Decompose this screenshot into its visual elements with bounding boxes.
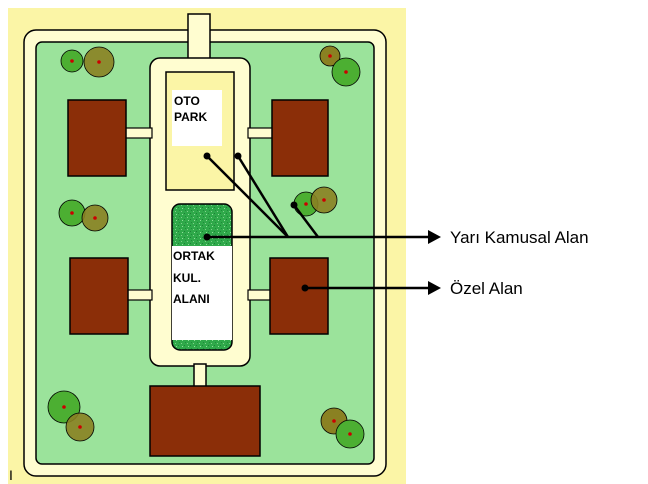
tree-group-bottom-left bbox=[47, 390, 95, 442]
pointer-line-parking-dot bbox=[206, 155, 289, 238]
arrowhead-private bbox=[428, 281, 441, 295]
pointer-line-path-dot bbox=[236, 155, 290, 238]
tree-group-mid-left bbox=[58, 199, 109, 232]
legend-label-semi-public: Yarı Kamusal Alan bbox=[450, 228, 589, 247]
connector-path-mid-left bbox=[125, 289, 153, 301]
building-bottom bbox=[149, 385, 261, 457]
tree-group-top-right bbox=[319, 45, 361, 87]
marker-dot-parking bbox=[203, 152, 211, 160]
parking-label-line2: PARK bbox=[174, 110, 207, 124]
spine-to-bottom-path bbox=[193, 363, 207, 389]
connector-path-top-left bbox=[123, 127, 153, 139]
common-area-label-box bbox=[172, 246, 232, 340]
connector-path-top-right bbox=[247, 127, 275, 139]
marker-dot-building bbox=[301, 284, 309, 292]
pointer-line-garden-dot bbox=[293, 204, 319, 238]
arrowhead-semi-public bbox=[428, 230, 441, 244]
marker-dot-common-area bbox=[203, 233, 211, 241]
parking-label-box bbox=[172, 90, 222, 146]
common-area-label-line1: ORTAK bbox=[173, 249, 215, 263]
building-mid-right bbox=[269, 257, 329, 335]
building-top-left bbox=[67, 99, 127, 177]
building-top-right bbox=[271, 99, 329, 177]
tree-group-bottom-right bbox=[320, 407, 365, 449]
tree-group-top-left bbox=[60, 46, 115, 78]
marker-dot-path bbox=[234, 152, 242, 160]
common-area-label-line2: KUL. bbox=[173, 271, 201, 285]
entrance-path bbox=[187, 13, 211, 61]
corner-mark: I bbox=[9, 467, 13, 483]
marker-dot-garden bbox=[290, 201, 298, 209]
building-mid-left bbox=[69, 257, 129, 335]
common-area-label-line3: ALANI bbox=[173, 292, 210, 306]
tree-group-mid-right bbox=[293, 186, 338, 217]
parking-label-line1: OTO bbox=[174, 94, 200, 108]
connector-path-mid-right bbox=[247, 289, 273, 301]
legend-label-private: Özel Alan bbox=[450, 279, 523, 298]
